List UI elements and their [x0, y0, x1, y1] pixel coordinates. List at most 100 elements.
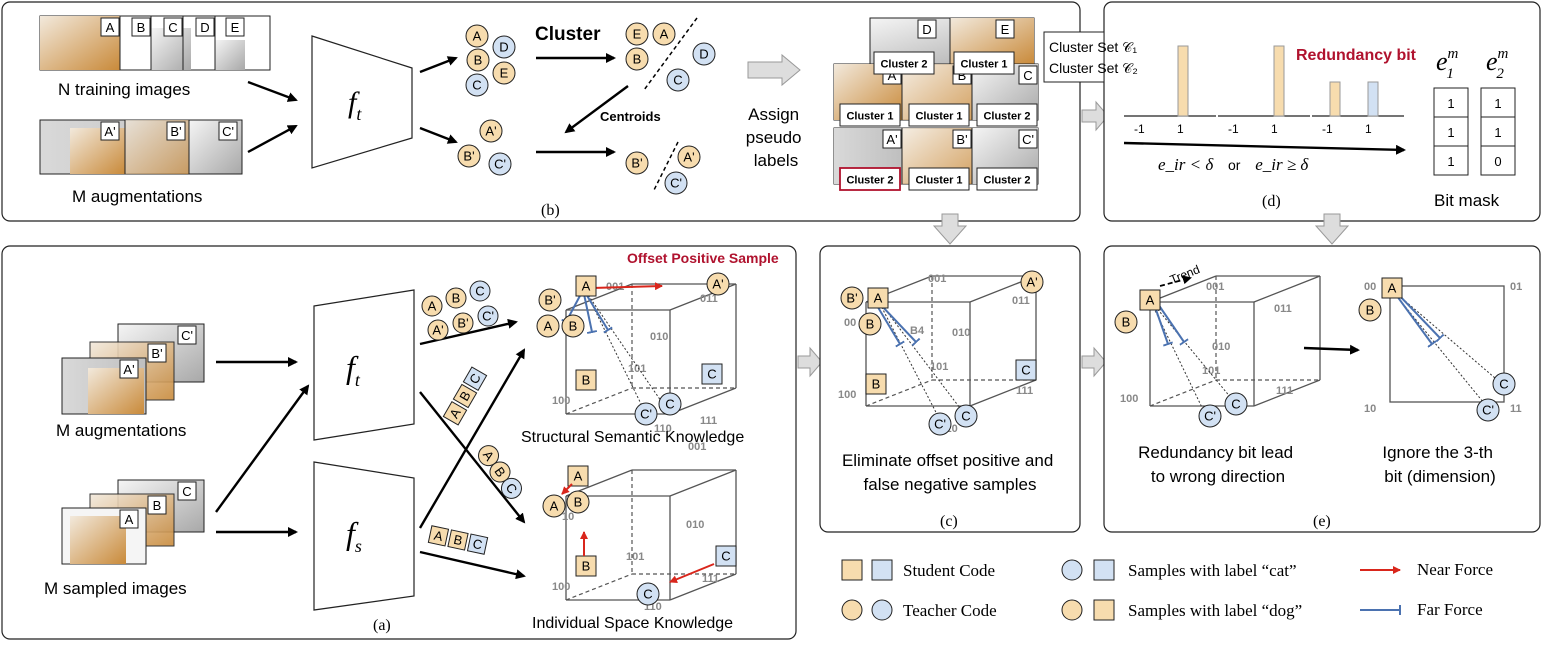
teacher-code-circle	[421, 295, 443, 317]
cube-edge	[1149, 275, 1217, 303]
panel-b	[1, 1, 1081, 222]
code-letter: E	[500, 66, 509, 81]
panel-c-text: Eliminate offset positive and false nega…	[842, 451, 1058, 494]
code-letter: B	[452, 291, 461, 306]
cube-edge	[669, 573, 737, 601]
threshold-condition: e_ir < δ or e_ir ≥ δ	[1158, 155, 1309, 174]
dotted-link	[877, 299, 943, 425]
teacher-code-circle	[928, 412, 952, 436]
image-letter-box	[100, 17, 120, 37]
a-sampled-stack: CBA	[61, 479, 205, 565]
image-letter-box	[882, 129, 902, 149]
m-sampled-label: M sampled images	[44, 579, 187, 598]
teacher-code-circle	[445, 287, 467, 309]
code-letter: B'	[631, 156, 642, 171]
cube-vertex-label: 11	[1510, 403, 1522, 415]
code-letter: C	[1231, 397, 1240, 412]
teacher-code-circle	[706, 272, 730, 296]
image-letter-box	[147, 343, 167, 363]
legend-cat: Samples with label “cat”	[1128, 561, 1297, 580]
teacher-code-circle	[840, 286, 864, 310]
code-letter: D	[699, 47, 708, 62]
arrow-ft-up	[419, 56, 458, 74]
individual-caption: Individual Space Knowledge	[532, 615, 733, 632]
offset-positive-label: Offset Positive Sample	[627, 250, 779, 266]
dotted-link	[877, 299, 967, 417]
code-letter: B	[633, 52, 642, 67]
bit-cell	[1480, 145, 1516, 176]
c-to-e-arrow	[1081, 346, 1107, 378]
hist-bar	[1273, 45, 1285, 117]
image-letter: B'	[151, 346, 162, 361]
cube-vertex-label: 010	[952, 327, 970, 339]
teacher-code-circle	[625, 151, 649, 175]
hist-bar	[1329, 81, 1341, 117]
image-letter-box	[195, 17, 215, 37]
cube-vertex-label: 10	[1364, 403, 1376, 415]
cube-vertex-label: 001	[1206, 281, 1224, 293]
code-letter: C'	[1482, 403, 1494, 418]
dotted-link	[585, 291, 671, 415]
arrow-sampled-ft	[215, 384, 310, 513]
code-letter: D	[499, 40, 508, 55]
legend: Student Code Teacher Code Samples with l…	[841, 559, 1493, 621]
a-aug-stack: C'B'A'	[61, 323, 205, 415]
teacher-code-circle	[1492, 372, 1516, 396]
student-code-square	[466, 533, 489, 555]
cluster-tag	[839, 103, 901, 127]
image-letter: B'	[170, 124, 181, 139]
cluster-tag-text: Cluster 1	[915, 175, 962, 187]
cluster-tag	[976, 103, 1038, 127]
panel-e-text-2: Ignore the 3-th bit (dimension)	[1382, 443, 1497, 486]
code-letter: C'	[1204, 409, 1216, 424]
hist-bar	[1177, 45, 1189, 117]
redundancy-bit-label: Redundancy bit	[1296, 47, 1417, 64]
teacher-code-circle	[1020, 270, 1044, 294]
image-letter-box	[100, 121, 120, 141]
code-letter: A	[544, 319, 553, 334]
student-code-square	[701, 363, 723, 385]
arrow-ft-structural	[419, 318, 518, 346]
image-letter: C'	[222, 124, 234, 139]
far-force	[583, 293, 598, 335]
clean-cube: 001011010101100111110B400AB'BA'BCC'C	[838, 270, 1044, 436]
code-letter: B	[1122, 315, 1131, 330]
cube-vertex-label: 101	[1202, 365, 1220, 377]
cluster-boundary-2	[652, 141, 679, 193]
panel-d	[1103, 1, 1541, 222]
cluster-tag-text: Cluster 2	[880, 59, 927, 71]
image-letter-box	[119, 359, 139, 379]
n-training-label: N training images	[58, 80, 190, 99]
trend-arrow	[1159, 275, 1192, 287]
code-letter: C	[665, 397, 674, 412]
teacher-code-circle	[652, 22, 676, 46]
teacher-code-circle	[477, 305, 499, 327]
teacher-code-circle	[538, 288, 562, 312]
teacher-codes-aug: A'B'C'	[457, 119, 512, 176]
cluster-tag	[873, 51, 935, 75]
near-force	[561, 483, 573, 495]
student-encoder	[313, 461, 415, 611]
code-letter: A	[660, 27, 669, 42]
hist-tick: -1	[1322, 122, 1333, 136]
code-letter: C	[707, 367, 716, 382]
bit-cell	[1480, 87, 1516, 118]
cube-vertex-label: 101	[626, 551, 644, 563]
code-letter: B'	[544, 293, 555, 308]
code-letter: A	[874, 291, 883, 306]
cube-edge	[669, 387, 737, 415]
aug-images-row: A'B'C'	[39, 119, 243, 175]
student-code-square	[575, 275, 597, 297]
arrow-ft-down	[419, 126, 458, 144]
code-letter: C'	[482, 309, 494, 324]
teacher-code-circle	[561, 314, 585, 338]
code-letter: C	[1499, 377, 1508, 392]
cube-vertex-label: 111	[1016, 385, 1033, 397]
image-letter-box	[952, 129, 972, 149]
cluster-set-1: Cluster Set 𝒞₁	[1049, 39, 1137, 55]
